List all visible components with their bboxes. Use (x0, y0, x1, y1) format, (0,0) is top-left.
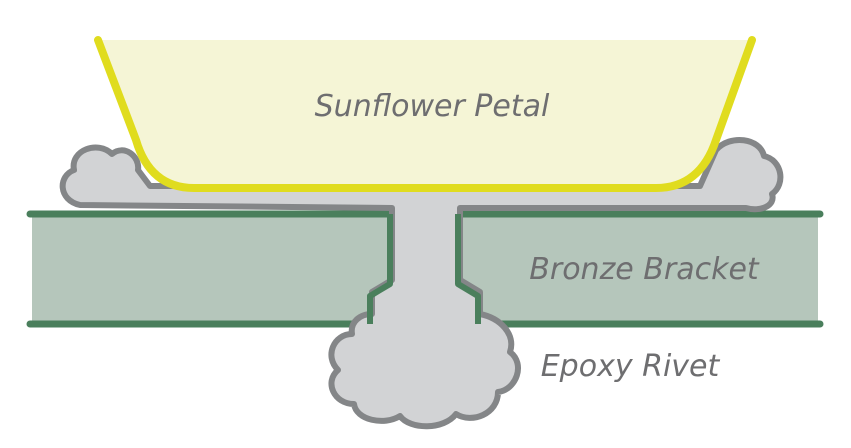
bracket-label: Bronze Bracket (529, 252, 760, 287)
bracket-left-plate (32, 214, 390, 324)
petal-outline (94, 36, 756, 192)
epoxy-rivet (59, 136, 784, 430)
rivet-top-blob (59, 136, 784, 430)
petal-label: Sunflower Petal (315, 89, 550, 124)
sunflower-petal (94, 36, 756, 192)
bronze-bracket (26, 210, 824, 328)
bracket-right-plate (458, 214, 818, 324)
rivet-label: Epoxy Rivet (541, 349, 721, 384)
bracket-hole-left-wall (367, 214, 393, 324)
bracket-hole-right-wall (455, 214, 481, 324)
petal-body (98, 40, 752, 188)
